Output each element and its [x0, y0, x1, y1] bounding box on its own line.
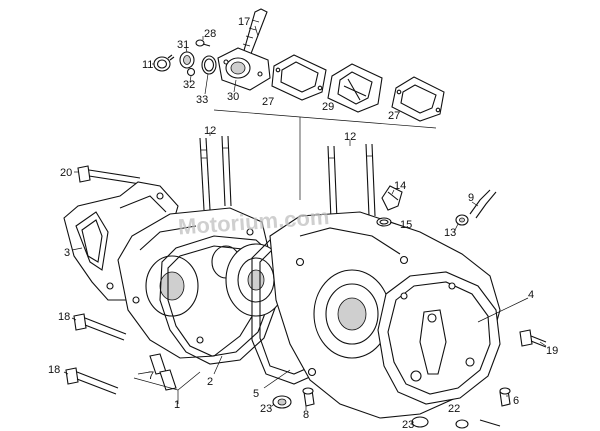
callout-14: 14 [394, 180, 406, 192]
callout-7: 7 [148, 370, 154, 382]
part-22-plug [455, 419, 501, 429]
callout-4: 4 [528, 289, 534, 301]
callout-12-left: 12 [204, 125, 216, 137]
part-28-screw [195, 39, 211, 47]
callout-19: 19 [546, 345, 558, 357]
callout-22: 22 [448, 403, 460, 415]
callout-29: 29 [322, 101, 334, 113]
part-1-left-case [117, 207, 271, 359]
callout-9: 9 [468, 192, 474, 204]
callout-8: 8 [303, 409, 309, 421]
callout-12-right: 12 [344, 131, 356, 143]
callout-15: 15 [400, 219, 412, 231]
callout-31: 31 [177, 39, 189, 51]
callout-27-left: 27 [262, 96, 274, 108]
callout-numbers: 17 28 31 11 32 33 30 27 29 27 12 12 20 1… [48, 16, 558, 431]
part-32-washer [186, 67, 196, 77]
callout-17: 17 [238, 16, 250, 28]
callout-30: 30 [227, 91, 239, 103]
part-12-studs [199, 135, 376, 221]
part-2-gasket [159, 235, 279, 365]
leader-lines [63, 25, 547, 410]
part-4-right-cover [377, 271, 501, 405]
callout-18-lower: 18 [48, 364, 60, 376]
callout-23-left: 23 [260, 403, 272, 415]
callout-32: 32 [183, 79, 195, 91]
part-30-intake-manifold [217, 47, 271, 91]
part-8-plug [302, 387, 315, 407]
part-7-dowels [149, 353, 177, 391]
part-11-clamp [153, 54, 175, 72]
part-18-bolt-upper [73, 313, 127, 341]
part-9-hose [469, 189, 497, 219]
part-14-plug [381, 185, 403, 211]
part-33-oring [201, 55, 217, 75]
callout-23-right: 23 [402, 419, 414, 431]
callout-2: 2 [207, 376, 213, 388]
part-27-gasket-left [271, 54, 327, 101]
callout-6: 6 [513, 395, 519, 407]
part-23-washer-right [411, 416, 429, 428]
part-23-washer-left [272, 395, 292, 409]
part-19-bolt [519, 329, 547, 348]
part-18-bolt-lower [65, 367, 119, 395]
callout-3: 3 [64, 247, 70, 259]
part-6-plug [499, 387, 511, 407]
part-15-oring [376, 217, 392, 227]
callout-5: 5 [253, 388, 259, 400]
callout-13: 13 [444, 227, 456, 239]
part-27-gasket-right [391, 76, 445, 122]
callout-20: 20 [60, 167, 72, 179]
part-31-ring [179, 51, 195, 69]
callout-1: 1 [174, 399, 180, 411]
part-29-reed-valve [327, 63, 383, 113]
part-13-fitting [455, 214, 469, 226]
callout-27-right: 27 [388, 110, 400, 122]
callout-33: 33 [196, 94, 208, 106]
callout-28: 28 [204, 28, 216, 40]
part-20-bolt [77, 165, 141, 185]
callout-18-upper: 18 [58, 311, 70, 323]
bracket-27-29-27 [213, 109, 437, 200]
callout-11: 11 [142, 59, 153, 71]
